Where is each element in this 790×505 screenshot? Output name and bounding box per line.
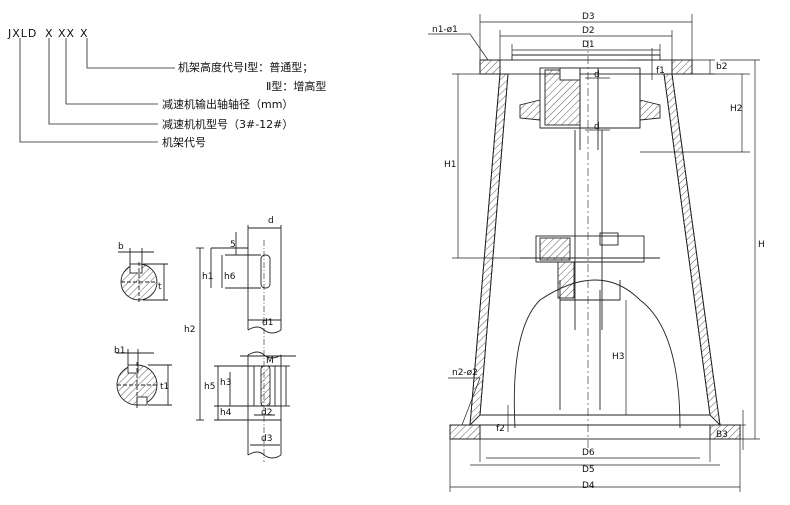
frame-label-f1: f1 [656, 66, 665, 76]
legend-reducer-model: 减速机机型号（3#-12#） [162, 118, 294, 131]
dim-label-h4: h4 [220, 408, 232, 418]
frame-label-H3: H3 [612, 352, 625, 362]
dim-label-h3: h3 [220, 378, 232, 388]
frame-label-H1: H1 [444, 160, 457, 170]
frame-drawing [449, 40, 741, 450]
frame-label-d-top: d [594, 70, 600, 80]
dim-label-d2: d2 [261, 408, 273, 418]
dim-label-h2: h2 [184, 325, 196, 335]
shaft-section-single-key [118, 248, 168, 302]
dim-label-d3: d3 [261, 434, 273, 444]
model-code-leaders [19, 38, 175, 143]
dim-label-b1: b1 [114, 346, 126, 356]
frame-label-D1: D1 [582, 40, 595, 50]
legend-height-code: 机架高度代号Ⅰ型：普通型； [178, 61, 314, 74]
shaft-section-double-key [116, 349, 172, 408]
shaft-side-view [196, 225, 296, 462]
frame-label-D2: D2 [582, 26, 595, 36]
dim-label-t1: t1 [160, 382, 170, 392]
model-code-x3: X [80, 27, 89, 40]
frame-label-D4: D4 [582, 481, 595, 491]
frame-label-D3: D3 [582, 12, 595, 22]
dim-label-t: t [158, 282, 162, 292]
dim-label-M: M [266, 356, 274, 366]
legend-frame-code: 机架代号 [162, 136, 206, 149]
dim-label-five: 5 [230, 240, 236, 250]
frame-label-n1: n1-ø1 [432, 25, 458, 35]
frame-dimensions [428, 14, 760, 492]
frame-label-d-mid: d [594, 122, 600, 132]
dim-label-h1: h1 [202, 272, 214, 282]
legend-shaft-diameter: 减速机输出轴轴径（mm） [162, 98, 294, 111]
model-code-x1: X [45, 27, 54, 40]
frame-label-H2: H2 [730, 104, 743, 114]
dim-label-d1: d1 [262, 318, 274, 328]
dim-label-h6: h6 [224, 272, 236, 282]
frame-label-f2: f2 [496, 424, 505, 434]
frame-label-H: H [758, 240, 765, 250]
dim-label-h5: h5 [204, 382, 216, 392]
frame-label-n2: n2-ø2 [452, 368, 478, 378]
dim-label-d: d [268, 216, 274, 226]
frame-label-b2: b2 [716, 62, 728, 72]
model-code-prefix: JXLD [8, 27, 38, 40]
frame-label-D5: D5 [582, 465, 595, 475]
model-code-x2: XX [58, 27, 76, 40]
dim-label-b: b [118, 242, 124, 252]
frame-label-D6: D6 [582, 448, 595, 458]
frame-label-B3: B3 [716, 430, 728, 440]
legend-height-type2: Ⅱ型：增高型 [266, 80, 327, 93]
